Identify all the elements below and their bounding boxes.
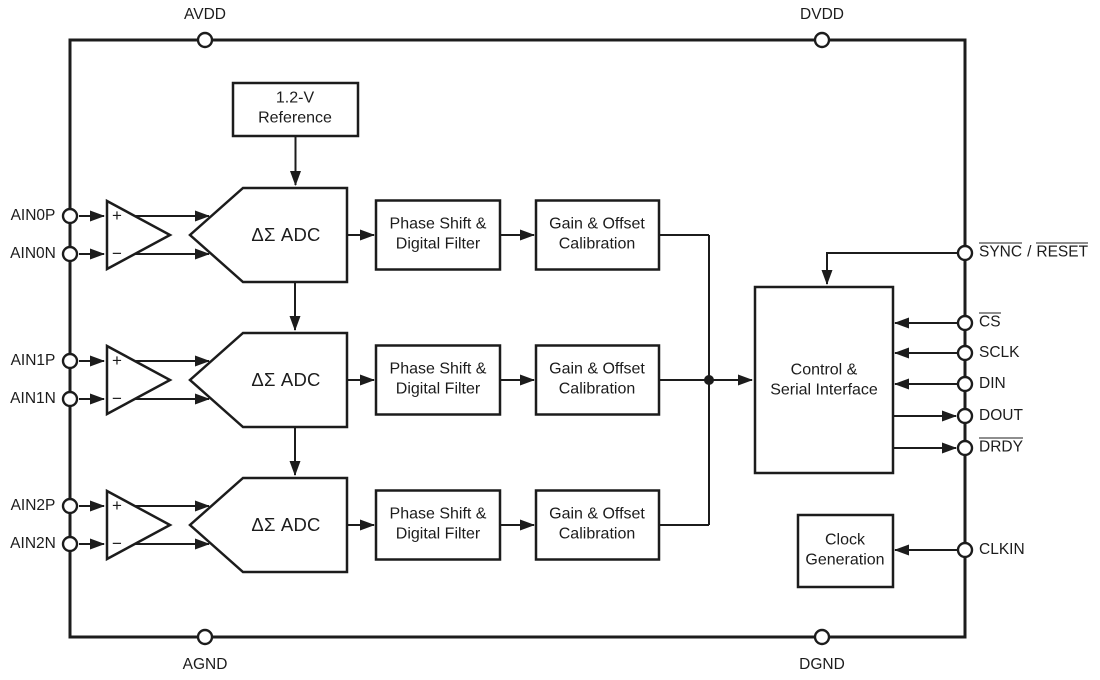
agnd-label: AGND [182, 656, 228, 673]
cs-pin [956, 314, 974, 332]
ain2n-label: AIN2N [10, 535, 56, 552]
adc-block-1 [188, 186, 349, 284]
pin-circles [61, 31, 974, 646]
ain1p-pin [61, 352, 79, 370]
sync-label-part: SYNC [979, 242, 1023, 261]
clkin-pin [956, 541, 974, 559]
phase-filter-block-1 [374, 199, 502, 271]
ain2p-pin [61, 497, 79, 515]
ain1n-label: AIN1N [10, 390, 56, 407]
amp2-minus-sign: − [112, 389, 122, 408]
amplifier-1 [105, 198, 173, 272]
dvdd-pin [813, 31, 831, 49]
bus-junction-dot [704, 375, 714, 385]
dout-label: DOUT [979, 407, 1023, 424]
gain-offset3-label: Gain & Offset Calibration [549, 505, 645, 543]
sync-reset-label: SYNC/RESET [979, 242, 1089, 262]
phase-filter3-label: Phase Shift & Digital Filter [389, 505, 487, 543]
adc-block-3 [188, 476, 349, 574]
gain-offset1-label: Gain & Offset Calibration [549, 215, 645, 253]
ain1p-label: AIN1P [10, 352, 56, 369]
output-bus [659, 234, 753, 526]
ain0n-label: AIN0N [10, 245, 56, 262]
avdd-pin [196, 31, 214, 49]
phase-filter-block-2 [374, 344, 502, 416]
avdd-label: AVDD [184, 6, 226, 23]
phase-filter2-label: Phase Shift & Digital Filter [389, 360, 487, 398]
reference-block [231, 81, 360, 186]
amp1-plus-sign: + [112, 206, 122, 225]
ain2n-pin [61, 535, 79, 553]
ain1n-pin [61, 390, 79, 408]
clock-generation-label: Clock Generation [805, 531, 885, 569]
drdy-pin [956, 439, 974, 457]
channel-1 [79, 186, 661, 284]
drdy-label: DRDY [979, 437, 1023, 456]
adc2-label: ΔΣ ADC [251, 369, 321, 391]
din-pin [956, 375, 974, 393]
dout-pin [956, 407, 974, 425]
channel-3 [79, 476, 661, 574]
amp3-minus-sign: − [112, 534, 122, 553]
dgnd-pin [813, 628, 831, 646]
dvdd-label: DVDD [800, 6, 844, 23]
adc-block-2 [188, 331, 349, 429]
sync-reset-pin [956, 244, 974, 262]
din-label: DIN [979, 375, 1006, 392]
adc3-label: ΔΣ ADC [251, 514, 321, 536]
ain0p-label: AIN0P [10, 207, 56, 224]
clkin-label: CLKIN [979, 541, 1025, 558]
gain-offset-block-1 [534, 199, 661, 271]
reset-label-part: RESET [1036, 242, 1089, 261]
amplifier-3 [105, 488, 173, 562]
amplifier-2 [105, 343, 173, 417]
phase-filter1-label: Phase Shift & Digital Filter [389, 215, 487, 253]
amp3-plus-sign: + [112, 496, 122, 515]
amp1-minus-sign: − [112, 244, 122, 263]
gain-offset-block-2 [534, 344, 661, 416]
sync-reset-wire [821, 252, 958, 285]
phase-filter-block-3 [374, 489, 502, 561]
sclk-label: SCLK [979, 344, 1020, 361]
ain0n-pin [61, 245, 79, 263]
channel-2 [79, 331, 661, 429]
agnd-pin [196, 628, 214, 646]
reference-block-label: 1.2-V Reference [258, 89, 332, 127]
gain-offset2-label: Gain & Offset Calibration [549, 360, 645, 398]
sync-reset-separator: / [1027, 243, 1032, 261]
clock-generation-block [796, 513, 895, 589]
control-serial-interface-label: Control & Serial Interface [770, 361, 878, 399]
ain0p-pin [61, 207, 79, 225]
cs-label: CS [979, 312, 1001, 331]
serial-pin-wires [821, 252, 958, 556]
gain-offset-block-3 [534, 489, 661, 561]
dgnd-label: DGND [799, 656, 845, 673]
ain2p-label: AIN2P [10, 497, 56, 514]
adc1-label: ΔΣ ADC [251, 224, 321, 246]
chip-outline [68, 38, 967, 639]
amp2-plus-sign: + [112, 351, 122, 370]
control-serial-interface-block [753, 285, 895, 475]
sclk-pin [956, 344, 974, 362]
